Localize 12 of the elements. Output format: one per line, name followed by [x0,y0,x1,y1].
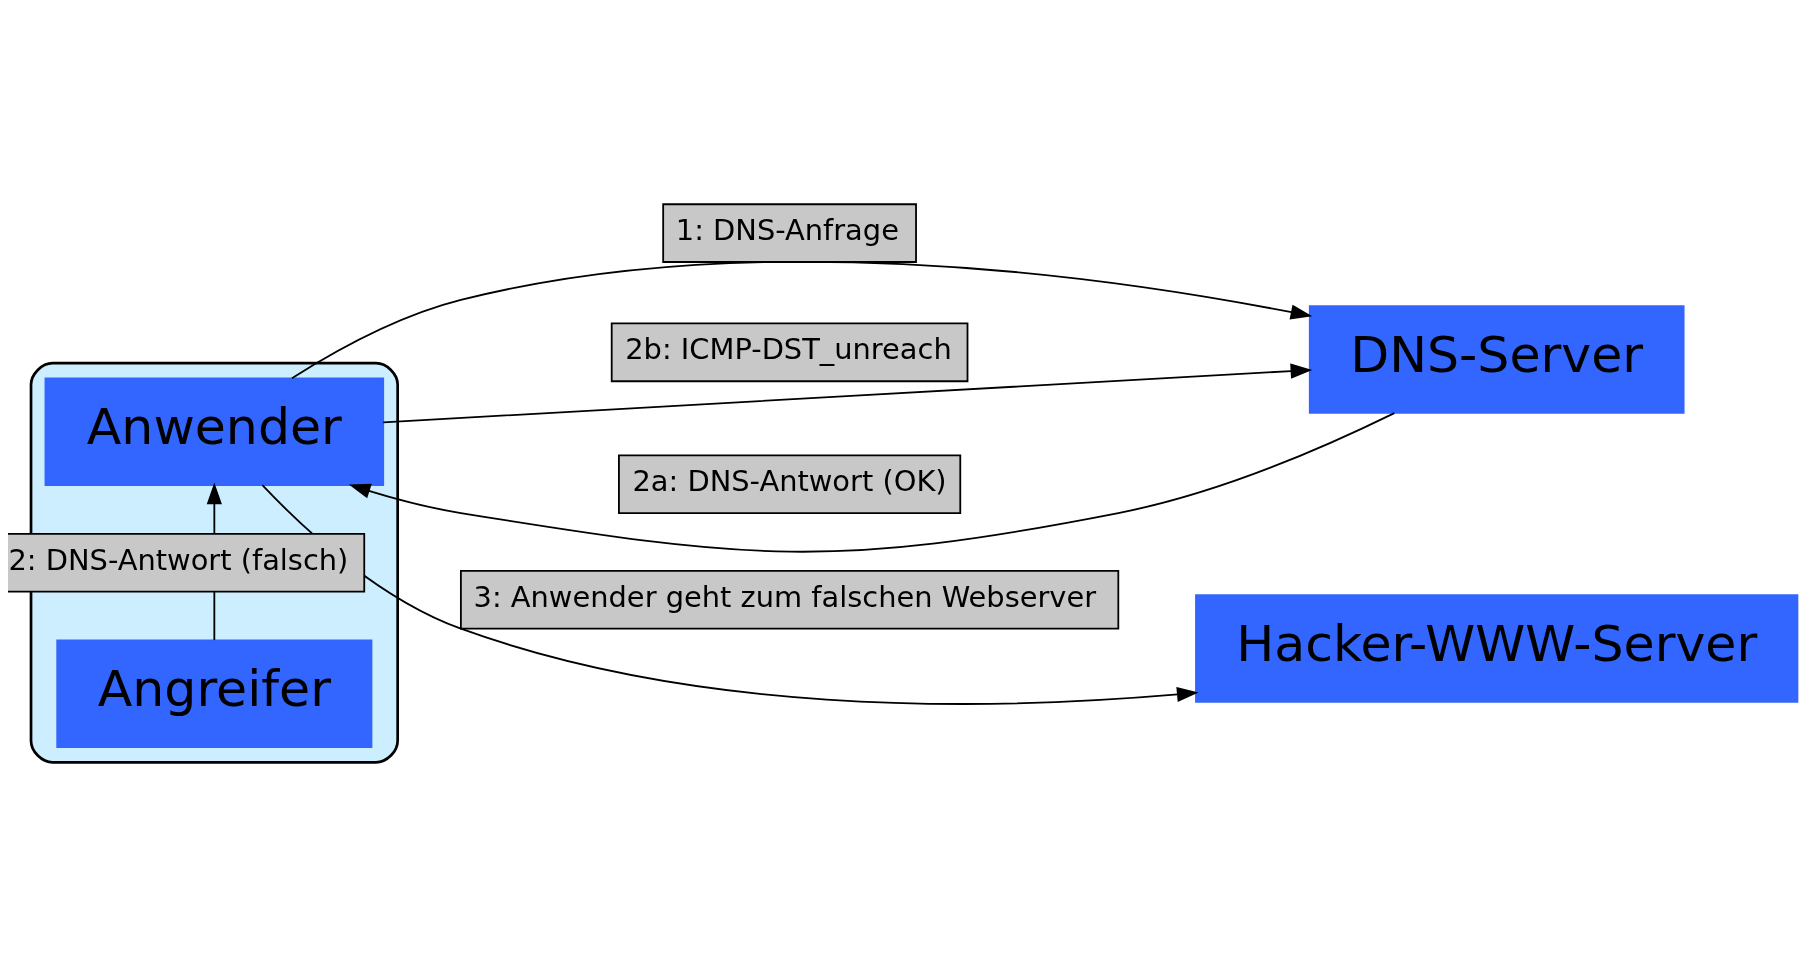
arrow [261,483,1199,705]
edge-label: 2a: DNS-Antwort (OK) [632,463,947,498]
node-box: Angreifer [56,639,373,748]
arrow [348,411,1396,553]
edge-label: 1: DNS-Anfrage [675,212,899,247]
node-box: Hacker-WWW-Server [1195,593,1799,703]
edge-label: 2b: ICMP-DST_unreach [625,331,952,366]
node-box: Anwender [44,377,385,486]
edge-label: 3: Anwender geht zum falschen Webserver [473,579,1097,614]
node-box: DNS-Server [1308,304,1685,414]
edge-label: 2: DNS-Antwort (falsch) [8,542,349,577]
arrow [382,363,1313,423]
